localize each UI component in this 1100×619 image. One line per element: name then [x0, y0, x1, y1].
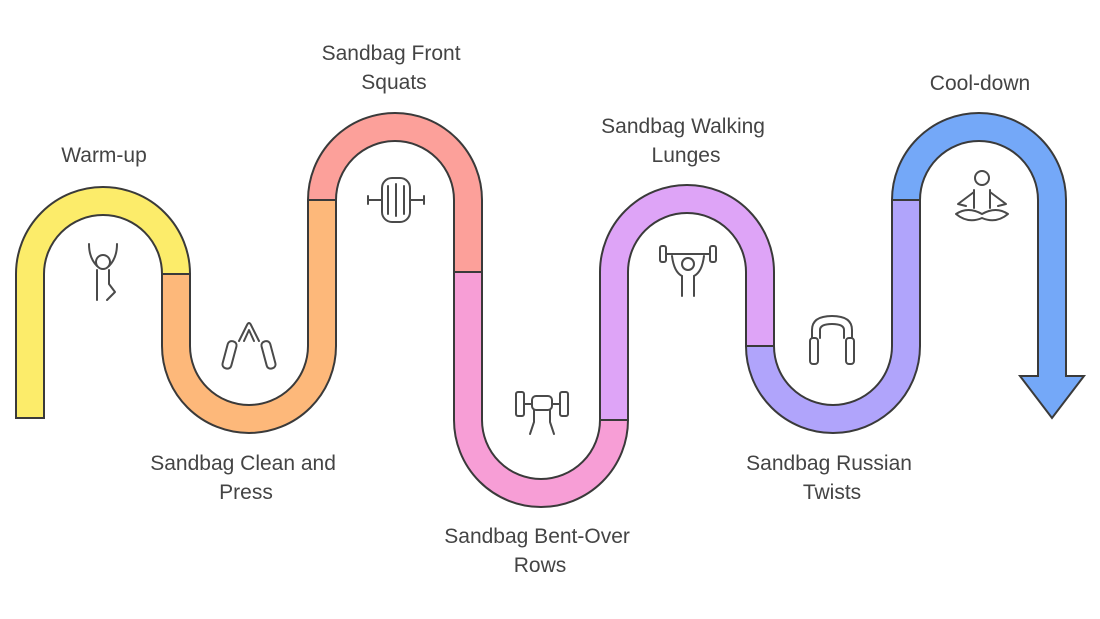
segment-russian-twists: [744, 199, 921, 434]
segment-cool-down: [890, 112, 1087, 420]
label-front-squats: Sandbag Front Squats: [322, 42, 467, 94]
step-labels: Warm-up Sandbag Clean and Press Sandbag …: [61, 42, 1030, 577]
hand-dumbbell-icon: [515, 391, 569, 435]
label-bent-over-rows: Sandbag Bent-Over Rows: [444, 525, 635, 577]
segment-warm-up: [15, 186, 192, 419]
jump-rope-icon: [809, 315, 855, 365]
label-walking-lunges: Sandbag Walking Lunges: [601, 115, 771, 167]
label-cool-down: Cool-down: [930, 72, 1030, 95]
ab-wheel-icon: [367, 177, 425, 223]
label-russian-twists: Sandbag Russian Twists: [746, 452, 918, 504]
segment-clean-press: [161, 199, 337, 434]
segment-walking-lunges: [599, 184, 775, 421]
stretching-person-icon: [88, 243, 118, 301]
segment-front-squats: [306, 112, 483, 273]
label-clean-press: Sandbag Clean and Press: [150, 452, 342, 504]
label-warm-up: Warm-up: [61, 144, 147, 167]
meditation-icon: [955, 170, 1009, 222]
path-segments: [15, 112, 1087, 508]
segment-bent-over-rows: [453, 271, 630, 508]
weightlifter-icon: [659, 245, 717, 297]
hand-gripper-icon: [221, 322, 277, 370]
